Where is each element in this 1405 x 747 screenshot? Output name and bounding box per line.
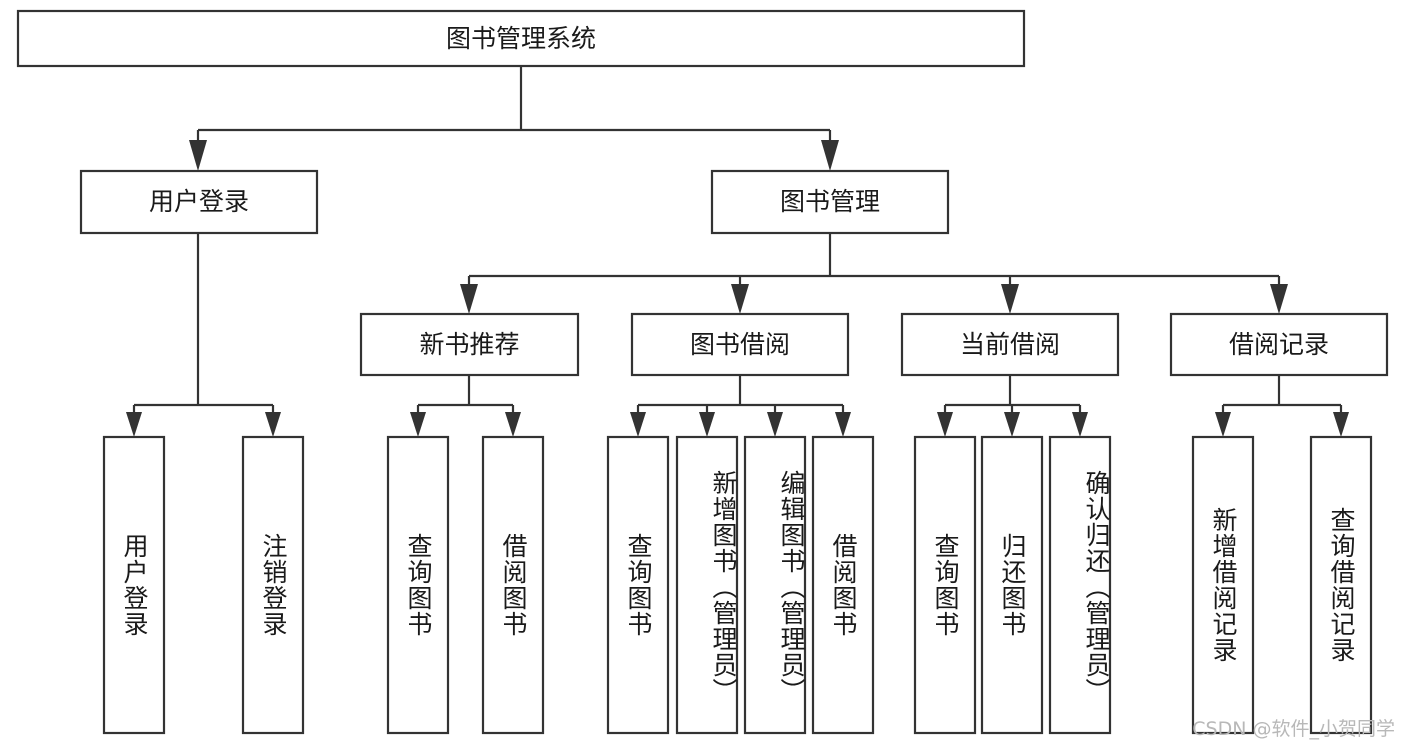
node-box-leaf-logout[interactable] [241, 435, 305, 735]
node-box-book-borrow[interactable] [630, 312, 850, 377]
node-box-leaf-query-book-1[interactable] [386, 435, 450, 735]
arrowhead-leaf-query-book-2 [630, 412, 646, 437]
connector-group-user-login [126, 233, 281, 437]
connector-group-borrow-record [1215, 375, 1349, 437]
node-box-leaf-query-book-3[interactable] [913, 435, 977, 735]
node-box-borrow-record[interactable] [1169, 312, 1389, 377]
node-box-leaf-borrow-book-2[interactable] [811, 435, 875, 735]
connector-group-current-borrow [937, 375, 1088, 437]
node-box-new-book-recommend[interactable] [359, 312, 580, 377]
node-box-leaf-return-book[interactable] [980, 435, 1044, 735]
watermark-text: CSDN @软件_小贺同学 [1192, 718, 1395, 740]
node-box-leaf-confirm-return[interactable] [1048, 435, 1112, 735]
node-box-leaf-edit-book[interactable] [743, 435, 807, 735]
node-box-root[interactable] [16, 9, 1026, 68]
node-box-leaf-add-book[interactable] [675, 435, 739, 735]
node-box-user-login[interactable] [79, 169, 319, 235]
connector-group-book-management [460, 233, 1288, 314]
arrowhead-leaf-borrow-book-1 [505, 412, 521, 437]
arrowhead-leaf-edit-book [767, 412, 783, 437]
arrowhead-user-login [189, 140, 207, 171]
arrowhead-leaf-return-book [1004, 412, 1020, 437]
connector-group-root [189, 66, 839, 171]
connector-group-new-book-recommend [410, 375, 521, 437]
node-box-leaf-add-record[interactable] [1191, 435, 1255, 735]
node-box-leaf-borrow-book-1[interactable] [481, 435, 545, 735]
arrowhead-new-book-recommend [460, 284, 478, 314]
arrowhead-leaf-query-book-1 [410, 412, 426, 437]
arrowhead-current-borrow [1001, 284, 1019, 314]
connector-group-book-borrow [630, 375, 851, 437]
node-box-leaf-query-book-2[interactable] [606, 435, 670, 735]
arrowhead-leaf-confirm-return [1072, 412, 1088, 437]
node-box-leaf-query-record[interactable] [1309, 435, 1373, 735]
node-box-book-management[interactable] [710, 169, 950, 235]
arrowhead-leaf-add-record [1215, 412, 1231, 437]
arrowhead-book-management [821, 140, 839, 171]
arrowhead-borrow-record [1270, 284, 1288, 314]
arrowhead-leaf-logout [265, 412, 281, 437]
node-box-current-borrow[interactable] [900, 312, 1120, 377]
arrowhead-leaf-borrow-book-2 [835, 412, 851, 437]
arrowhead-leaf-add-book [699, 412, 715, 437]
arrowhead-leaf-query-record [1333, 412, 1349, 437]
arrowhead-leaf-user-login [126, 412, 142, 437]
arrowhead-leaf-query-book-3 [937, 412, 953, 437]
node-box-leaf-user-login[interactable] [102, 435, 166, 735]
arrowhead-book-borrow [731, 284, 749, 314]
